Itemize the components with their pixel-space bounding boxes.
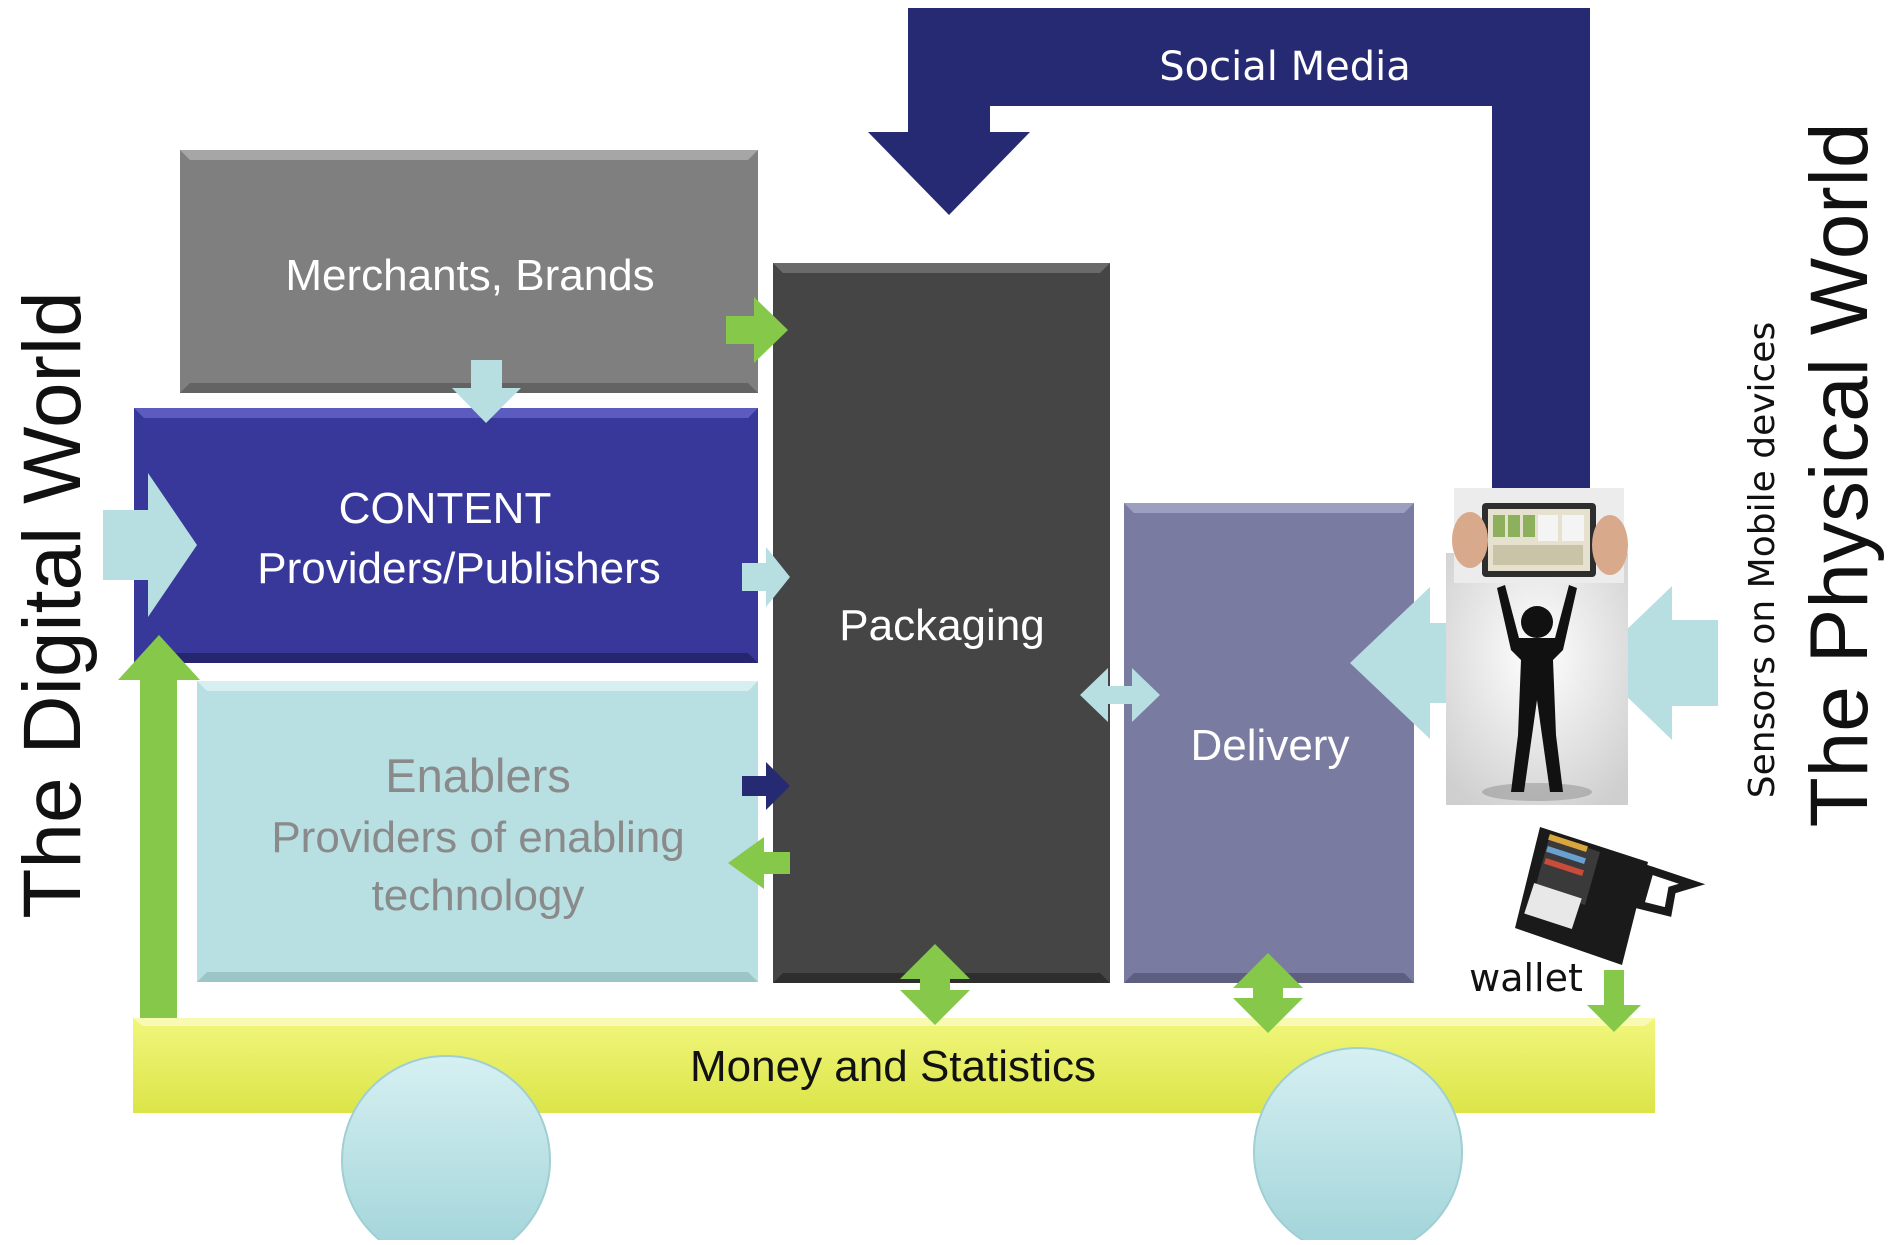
digital-world-title: The Digital World: [7, 291, 98, 918]
packaging-label: Packaging: [839, 601, 1044, 650]
person-arms-raised-image: [1446, 553, 1628, 805]
wallet-down-arrow: [1587, 970, 1641, 1032]
left-wheel: [341, 1055, 551, 1245]
packaging-delivery-arrow: [1080, 668, 1160, 722]
merchants-label: Merchants, Brands: [285, 251, 654, 300]
packaging-box: [773, 263, 1110, 983]
merchants-box: [180, 150, 758, 393]
right-wheel: [1253, 1047, 1463, 1245]
money-up-arrow: [118, 635, 200, 1018]
content-box: [134, 408, 758, 663]
merchants-packaging-arrow: [726, 297, 788, 363]
enablers-label-line2: Providers of enabling: [271, 813, 684, 862]
wallet-image: [1515, 827, 1706, 965]
digital-input-arrow: [103, 473, 197, 617]
merchants-down-arrow: [452, 360, 521, 423]
enablers-label-line3: technology: [372, 871, 585, 920]
enablers-box: [197, 681, 758, 982]
physical-input-arrow: [1592, 586, 1718, 740]
sensors-subtitle: Sensors on Mobile devices: [1742, 322, 1783, 798]
money-label: Money and Statistics: [690, 1042, 1096, 1091]
content-packaging-arrow: [742, 547, 790, 607]
enablers-packaging-arrow: [742, 762, 790, 810]
delivery-money-arrow: [1233, 953, 1303, 1033]
delivery-box: [1124, 503, 1414, 983]
enablers-label-line1: Enablers: [385, 749, 571, 802]
tablet-hands-image: [1452, 488, 1628, 583]
packaging-money-arrow: [900, 944, 970, 1025]
wallet-label: wallet: [1469, 956, 1583, 1000]
social-media-arrow: [868, 8, 1590, 505]
content-label-line2: Providers/Publishers: [257, 544, 661, 593]
social-media-label: Social Media: [1159, 44, 1410, 90]
physical-world-title: The Physical World: [1794, 123, 1885, 828]
content-label-line1: CONTENT: [339, 484, 552, 533]
packaging-enablers-arrow: [728, 837, 790, 889]
delivery-label: Delivery: [1191, 721, 1350, 770]
